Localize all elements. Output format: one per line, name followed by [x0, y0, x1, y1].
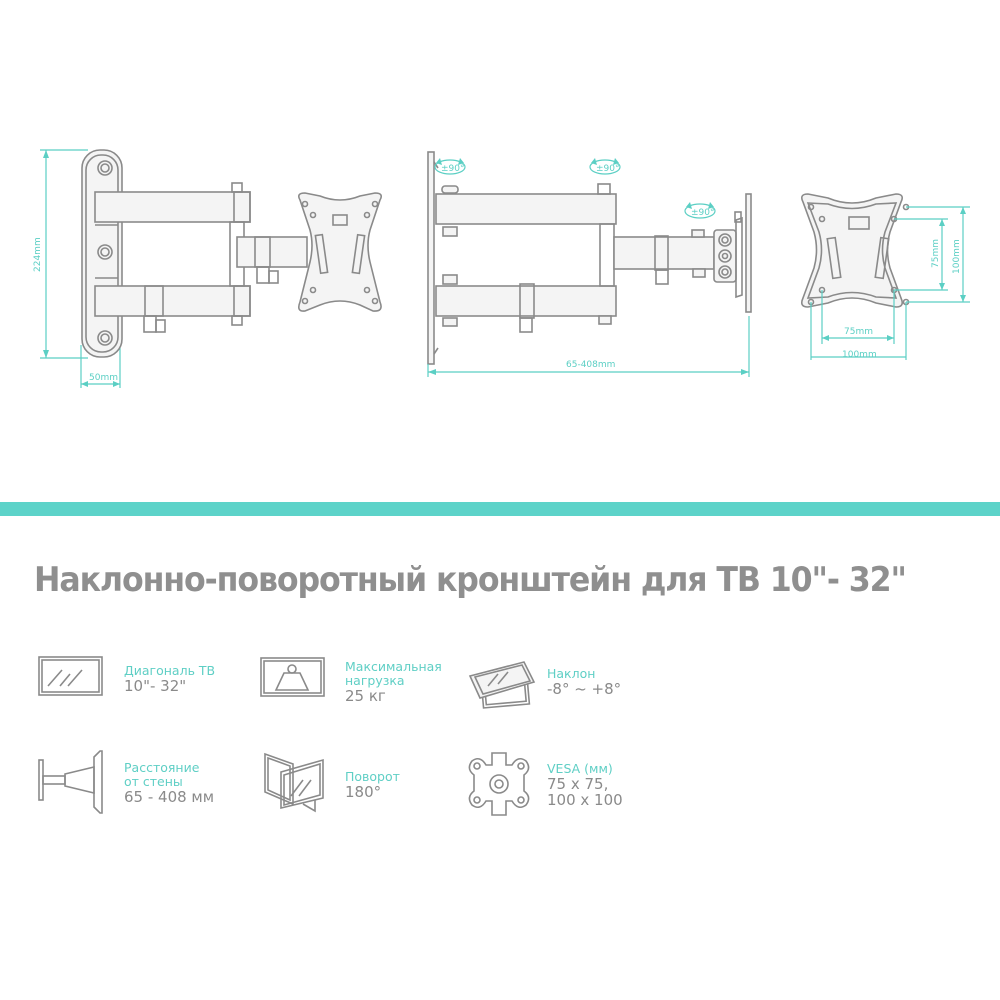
wall-distance-icon: [38, 750, 103, 814]
feature-value: 25 кг: [345, 687, 386, 705]
product-title: Наклонно-поворотный кронштейн для ТВ 10"…: [34, 560, 907, 600]
height-label: 224mm: [33, 237, 43, 272]
feature-label: Поворот: [345, 769, 400, 784]
feature-vesa: VESA (мм) 75 x 75, 100 x 100: [547, 761, 623, 809]
feature-label: Наклон: [547, 666, 596, 681]
rotation-label-2: ±90°: [596, 164, 620, 174]
feature-value: -8° ~ +8°: [547, 680, 622, 698]
feature-wall-distance: Расстояние от стены 65 - 408 мм: [124, 760, 215, 806]
vesa-outer-height-label: 100mm: [952, 239, 962, 274]
feature-value: 10"- 32": [124, 677, 187, 695]
tv-screen-icon: [38, 656, 103, 696]
side-view-drawing: 224mm 50mm: [33, 149, 382, 388]
depth-dimension: [80, 345, 121, 388]
vesa-inner-width-label: 75mm: [844, 327, 873, 337]
extension-dimension: [427, 316, 750, 377]
feature-value: 100 x 100: [547, 791, 623, 809]
feature-tilt: Наклон -8° ~ +8°: [547, 666, 622, 698]
feature-label: Расстояние: [124, 760, 200, 775]
feature-label: от стены: [124, 774, 183, 789]
depth-label: 50mm: [89, 373, 118, 383]
rotation-indicator-2: [589, 158, 621, 175]
feature-label: Максимальная: [345, 659, 442, 674]
top-view-drawing: ±90° ±90° ±90° 65-408mm: [427, 151, 752, 377]
vesa-outer-width-label: 100mm: [842, 350, 877, 360]
feature-value: 180°: [345, 783, 382, 801]
vesa-height-dimensions: [894, 206, 970, 303]
rotation-label-1: ±90°: [441, 164, 465, 174]
vesa-inner-height-label: 75mm: [931, 239, 941, 268]
vesa-icon: [468, 752, 530, 816]
feature-label: нагрузка: [345, 673, 405, 688]
swivel-icon: [264, 752, 324, 813]
rotation-indicator-1: [434, 158, 466, 175]
feature-max-load: Максимальная нагрузка 25 кг: [345, 659, 442, 705]
vesa-width-dimensions: [810, 290, 907, 360]
rotation-label-3: ±90°: [691, 208, 715, 218]
feature-value: 75 x 75,: [547, 775, 609, 793]
weight-icon: [260, 657, 325, 697]
accent-divider: [0, 502, 1000, 516]
feature-label: VESA (мм): [547, 761, 613, 776]
vesa-plate-drawing: 75mm 100mm 75mm 100mm: [801, 193, 970, 360]
rotation-indicator-3: [684, 202, 716, 219]
feature-swivel: Поворот 180°: [345, 769, 400, 801]
height-dimension: [40, 149, 88, 359]
tilt-icon: [468, 661, 536, 709]
extension-label: 65-408mm: [566, 360, 615, 370]
feature-value: 65 - 408 мм: [124, 788, 215, 806]
feature-label: Диагональ ТВ: [124, 663, 216, 678]
feature-diagonal: Диагональ ТВ 10"- 32": [124, 663, 216, 695]
